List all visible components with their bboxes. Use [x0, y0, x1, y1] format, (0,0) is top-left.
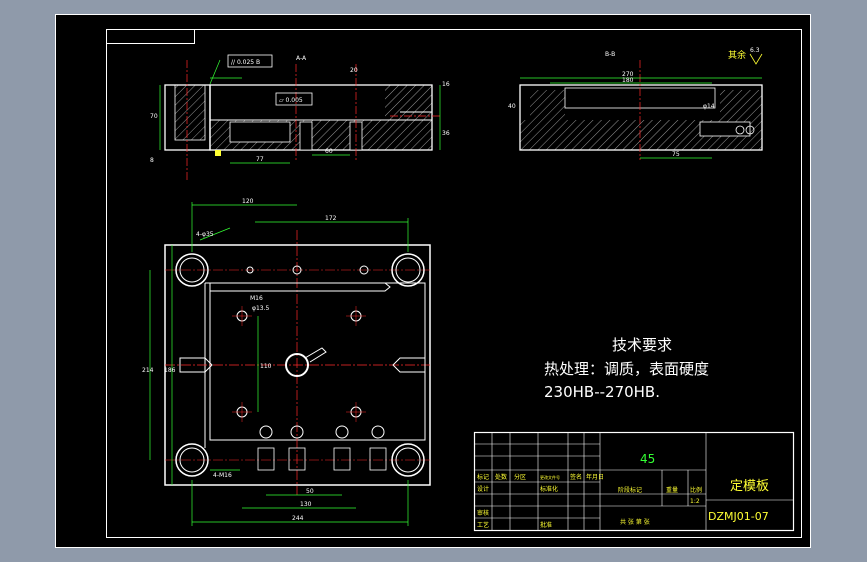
corner-stamp-box	[106, 29, 195, 44]
tb-r2-c3: 标准化	[540, 485, 558, 493]
dim-plan-120: 120	[242, 198, 254, 205]
surface-finish-label: 其余	[728, 49, 746, 61]
dim-a-70: 70	[150, 113, 158, 120]
dim-plan-thread-a: M16	[250, 295, 263, 302]
dim-plan-holes: 4-φ35	[196, 231, 214, 238]
dim-plan-244: 244	[292, 515, 304, 522]
tech-req-line2: 230HB--270HB.	[544, 383, 660, 401]
tb-r4-c1: 工艺	[477, 521, 489, 529]
tech-req-line1: 热处理：调质，表面硬度	[544, 360, 709, 378]
technical-requirements: 技术要求 热处理：调质，表面硬度 230HB--270HB.	[544, 336, 709, 401]
tb-r1-c3: 分区	[514, 473, 526, 481]
tb-r1-c5: 签名	[570, 473, 582, 481]
dim-a-60: 60	[325, 148, 333, 155]
surface-finish-note: 其余 6.3	[728, 47, 763, 65]
guide-hole-tr	[391, 253, 425, 287]
dim-a-36: 36	[442, 130, 450, 137]
dim-plan-m16: 4-M16	[213, 472, 232, 479]
plan-view: 120 172 214 186 110 50 130 244 4-φ35 4-M…	[142, 198, 431, 526]
tb-r1-c2: 处数	[495, 473, 507, 481]
dim-a-16: 16	[442, 81, 450, 88]
guide-hole-br	[391, 443, 425, 477]
title-material: 45	[640, 452, 655, 466]
tb-r2-c5: 阶段标记	[618, 486, 642, 494]
dim-b-phi14: φ14	[703, 103, 715, 110]
surface-finish-value: 6.3	[750, 47, 760, 54]
dim-plan-172: 172	[325, 215, 337, 222]
tb-r4-c4: 共 张 第 张	[620, 518, 650, 526]
title-scale-value: 1:2	[690, 498, 700, 505]
dim-a-77: 77	[256, 156, 264, 163]
section-b-b-view: B-B 270 180 40 75 φ14	[508, 51, 763, 160]
dim-plan-130: 130	[300, 501, 312, 508]
tb-r1-c4: 更改文件号	[540, 474, 560, 480]
tolerance-flatness: ▱ 0.005	[279, 97, 303, 104]
dim-b-180: 180	[622, 77, 634, 84]
dim-b-270: 270	[622, 71, 634, 78]
dim-a-20: 20	[350, 67, 358, 74]
title-scale-label: 比例	[690, 486, 702, 494]
dim-plan-50: 50	[306, 488, 314, 495]
tb-r4-c3: 批准	[540, 521, 552, 529]
title-block: 45 定模板 DZMJ01-07 比例 1:2 标记 处数 分区 更改文件号 签…	[473, 431, 795, 532]
tolerance-parallel: // 0.025 B	[231, 59, 260, 66]
tb-r2-c6: 重量	[666, 486, 678, 494]
section-b-label: B-B	[605, 51, 615, 58]
section-a-a-view: A-A // 0.025 B ▱ 0.005 77 60 20 70 36 8 …	[150, 54, 450, 182]
tech-req-title: 技术要求	[612, 336, 672, 354]
dim-plan-186: 186	[164, 367, 176, 374]
tb-r1-c6: 年月日	[586, 473, 604, 481]
outer-frame	[55, 14, 811, 548]
tb-r2-c1: 设计	[477, 485, 489, 493]
dim-plan-110: 110	[260, 363, 272, 370]
title-drawing-no: DZMJ01-07	[708, 510, 769, 523]
dim-b-75: 75	[672, 151, 680, 158]
dim-plan-214: 214	[142, 367, 154, 374]
title-part-name: 定模板	[730, 479, 769, 494]
tb-r3-c1: 审核	[477, 509, 489, 517]
dim-a-8: 8	[150, 157, 154, 164]
guide-hole-bl	[175, 443, 209, 477]
tb-r1-c1: 标记	[477, 473, 489, 481]
section-a-label: A-A	[296, 55, 307, 62]
inner-frame	[106, 29, 802, 538]
sprue-hole	[285, 353, 309, 377]
dim-b-40: 40	[508, 103, 516, 110]
dim-plan-thread-b: φ13.5	[252, 305, 270, 312]
guide-hole-tl	[175, 253, 209, 287]
